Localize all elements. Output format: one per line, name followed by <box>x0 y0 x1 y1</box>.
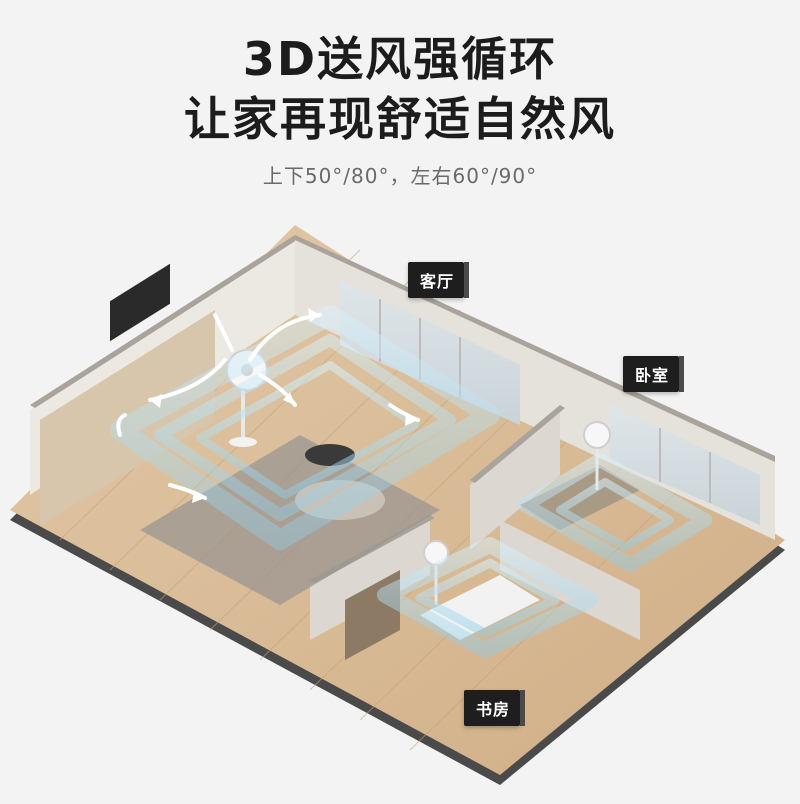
living-room-rug <box>140 435 440 605</box>
room-label-bedroom: 卧室 <box>623 356 685 392</box>
wall-back-left <box>30 235 300 525</box>
airflow-living-room <box>110 305 500 550</box>
airflow-study <box>377 537 598 658</box>
headline-line-1: 3D送风强循环 <box>242 32 558 86</box>
floorplan-illustration <box>10 225 785 785</box>
arrow-heads <box>150 308 418 503</box>
room-label-study: 书房 <box>464 690 526 726</box>
isometric-floorplan: 客厅 卧室 书房 <box>0 220 800 800</box>
room-label-living: 客厅 <box>408 262 470 298</box>
airflow-bedroom <box>518 453 712 572</box>
angle-subtitle: 上下50°/80°，左右60°/90° <box>262 164 538 188</box>
headline-line-2: 让家再现舒适自然风 <box>184 92 616 146</box>
